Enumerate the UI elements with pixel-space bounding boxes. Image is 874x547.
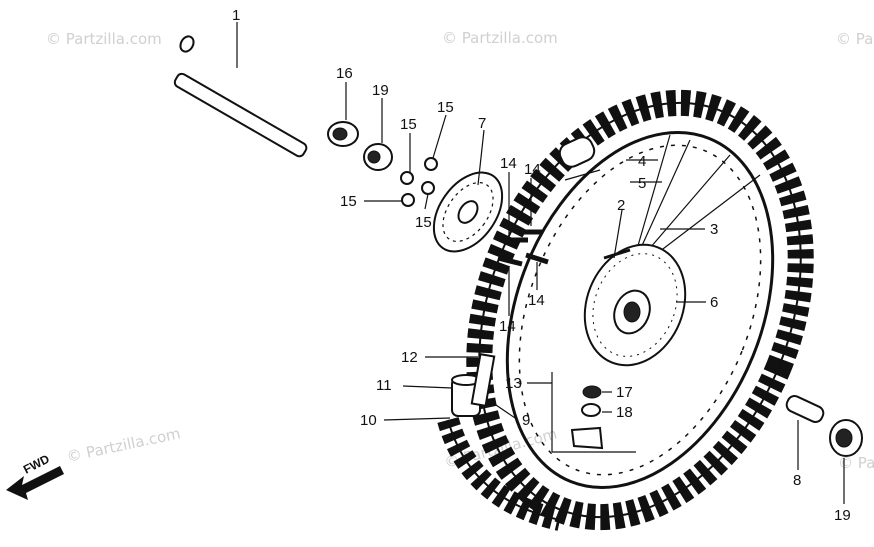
callout-14c: 14 (528, 292, 545, 309)
collar-19 (363, 143, 393, 171)
wheel-tire (466, 89, 814, 531)
callout-7: 7 (478, 115, 486, 132)
callout-19a: 19 (372, 82, 389, 99)
spacer-8 (785, 395, 825, 423)
callout-15c: 15 (340, 193, 357, 210)
forward-arrow: FWD (6, 452, 64, 500)
watermark-4: © Partzilla.com (65, 424, 182, 466)
callout-8: 8 (793, 472, 801, 489)
watermark-2: © Partzilla.com (442, 29, 558, 47)
callout-4: 4 (638, 153, 646, 170)
callout-14b: 14 (524, 161, 541, 178)
rim-lock-parts (551, 372, 636, 453)
callout-2: 2 (617, 197, 625, 214)
callout-17: 17 (616, 384, 633, 401)
tube-valve (558, 136, 601, 181)
tube-section (437, 353, 563, 531)
spoke-2 (603, 248, 631, 260)
callout-13: 13 (505, 375, 522, 392)
watermark-3: © Partzilla.com (836, 30, 874, 48)
watermark-6: © Partzilla.com (838, 454, 874, 472)
bolts-14 (497, 229, 549, 267)
brake-disc (432, 171, 504, 253)
axle (173, 35, 308, 158)
callout-9: 9 (522, 412, 530, 429)
bearing-16 (327, 121, 359, 147)
callout-19b: 19 (834, 507, 851, 524)
callout-5: 5 (638, 175, 646, 192)
callout-16: 16 (336, 65, 353, 82)
wheel-spokes (634, 134, 761, 257)
callout-15a: 15 (400, 116, 417, 133)
watermark-1: © Partzilla.com (46, 30, 162, 48)
callout-11: 11 (376, 377, 392, 394)
callout-1: 1 (232, 7, 240, 24)
callout-3: 3 (710, 221, 718, 238)
callout-10: 10 (360, 412, 377, 429)
nuts-15 (400, 157, 438, 207)
callout-18: 18 (616, 404, 633, 421)
callout-15b: 15 (437, 99, 454, 116)
callout-14d: 14 (499, 318, 516, 335)
hub (583, 243, 687, 367)
callout-14a: 14 (500, 155, 517, 172)
callout-numbers: 1 2 3 4 5 6 7 8 9 10 11 12 13 14 14 14 1… (232, 7, 851, 524)
leader-lines (236, 22, 845, 504)
callout-12: 12 (401, 349, 418, 366)
callout-15d: 15 (415, 214, 432, 231)
callout-6: 6 (710, 294, 718, 311)
bearing-19 (829, 419, 863, 457)
